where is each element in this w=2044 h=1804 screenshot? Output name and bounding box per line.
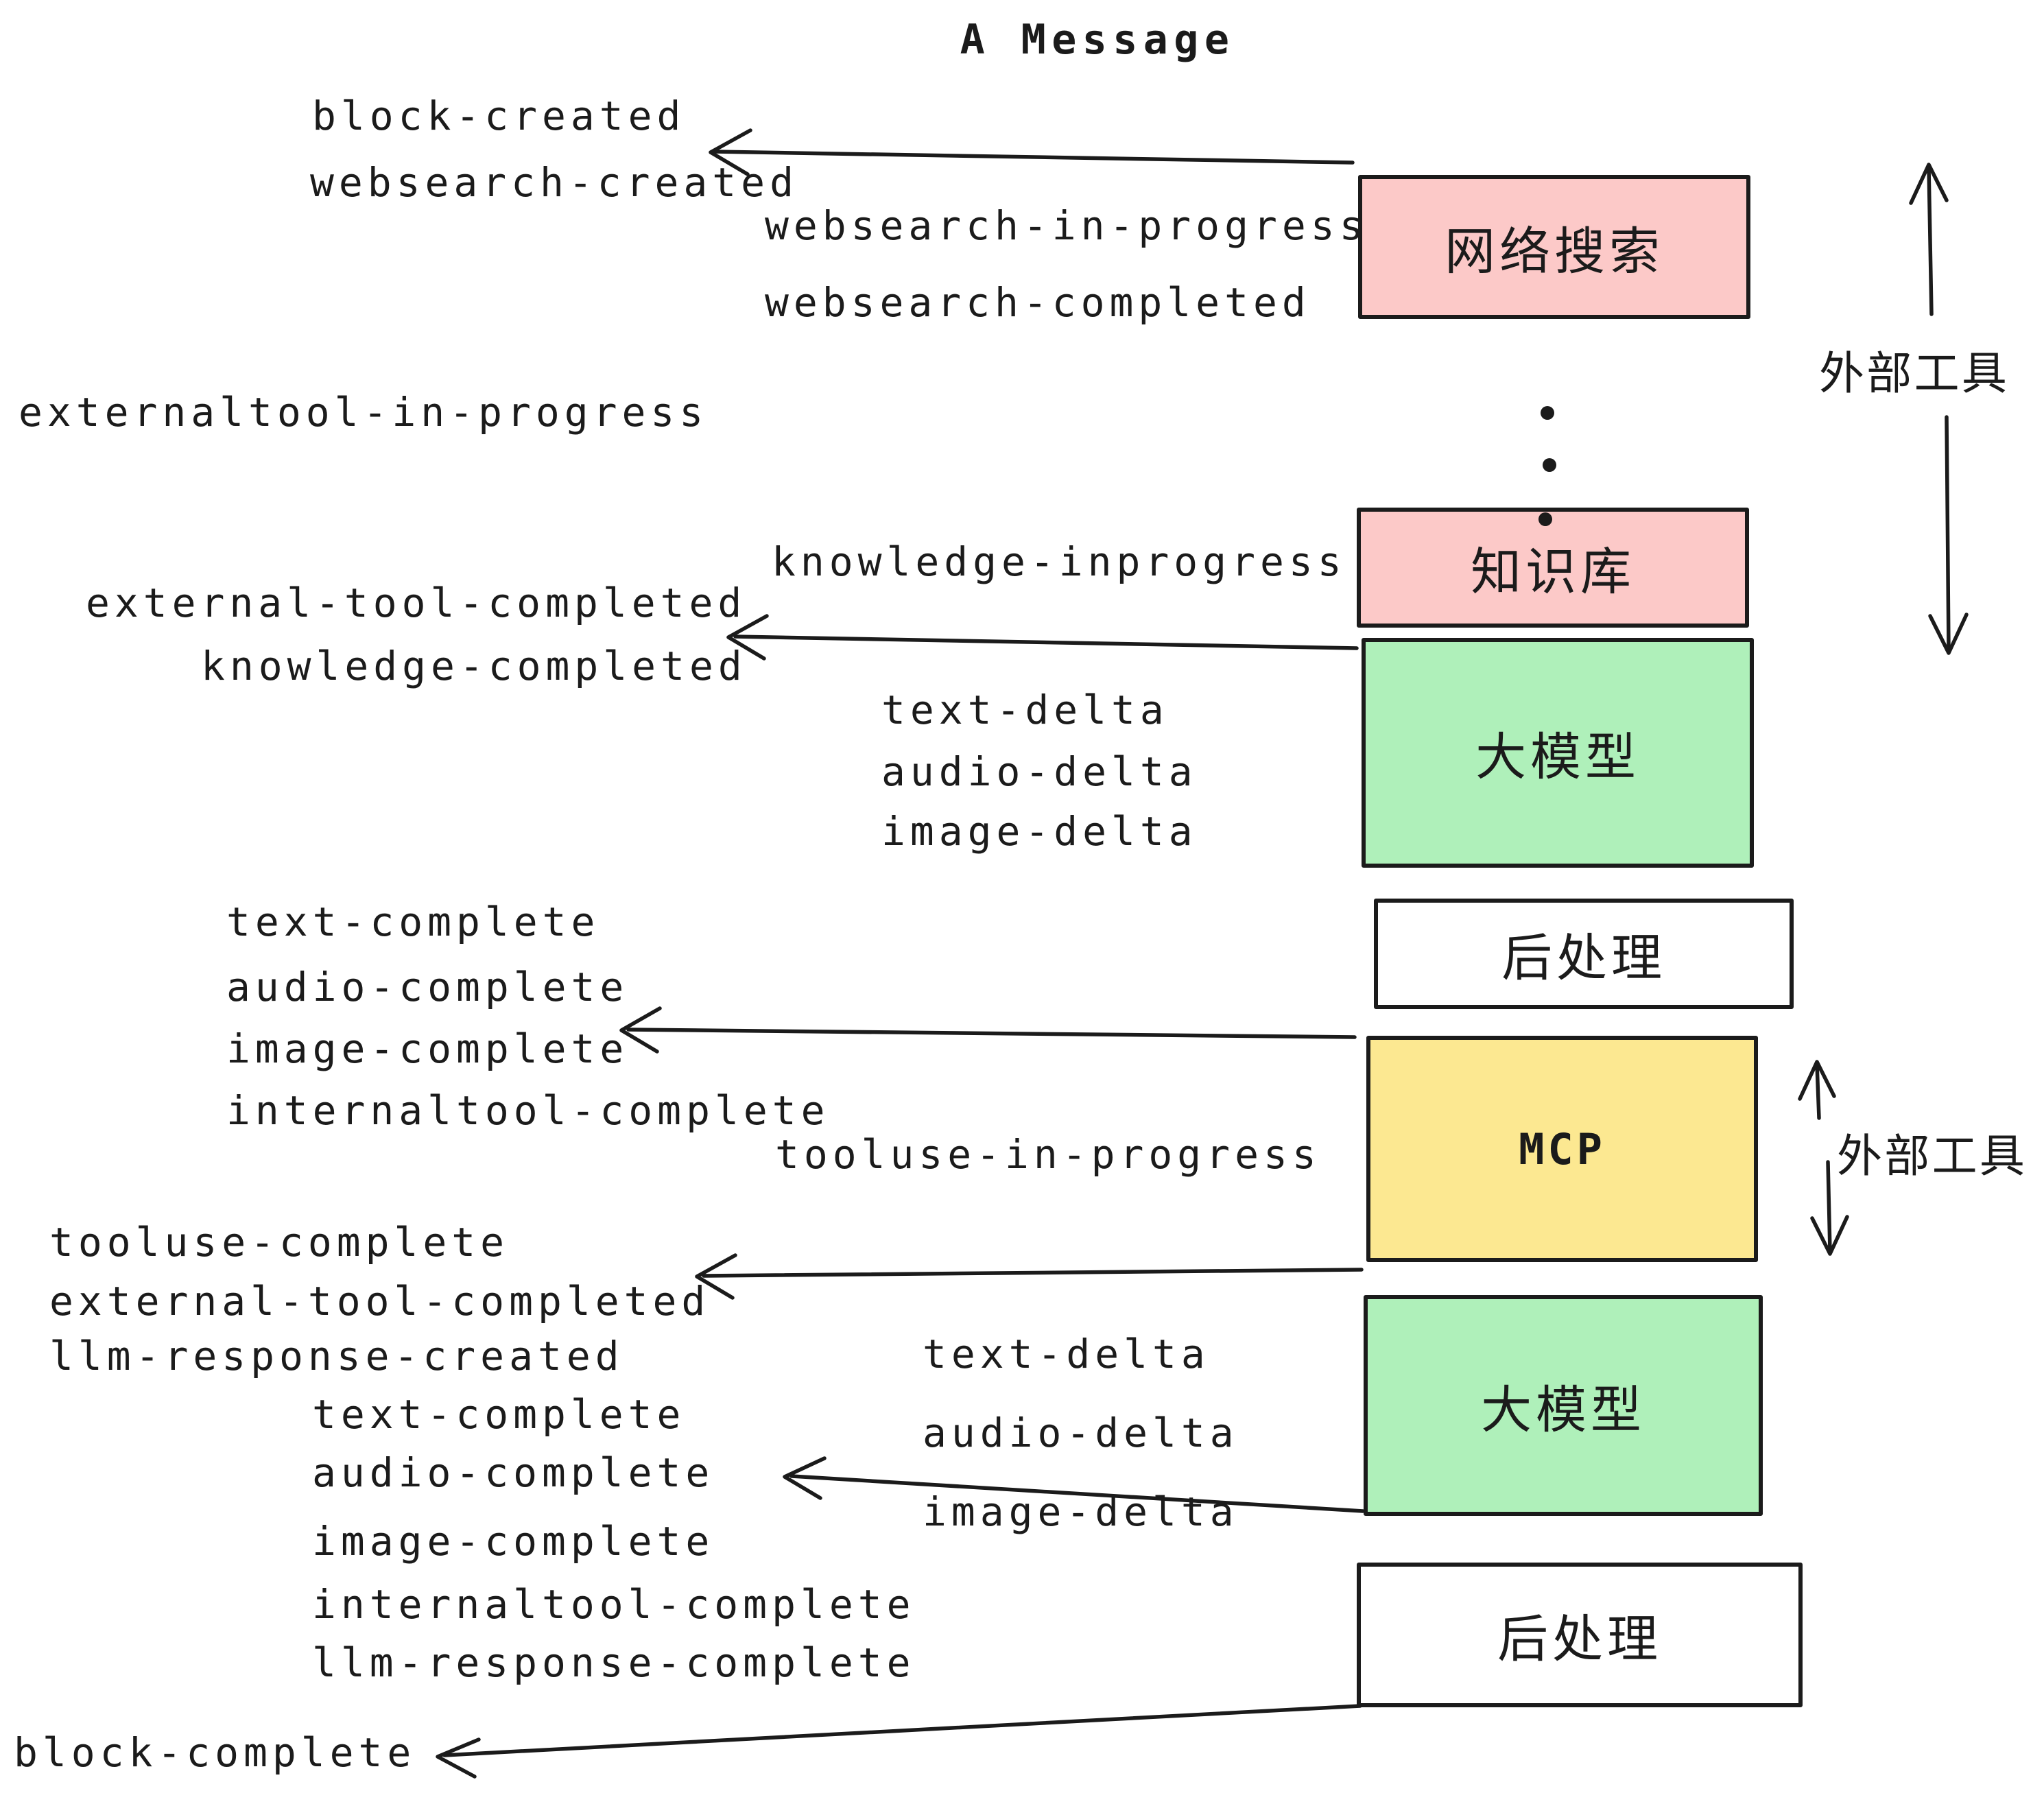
- box-mcp: MCP: [1366, 1036, 1758, 1262]
- event-image-delta: image-delta: [881, 808, 1198, 855]
- event-text-delta-2: text-delta: [923, 1331, 1210, 1377]
- box-knowledge-base: 知识库: [1357, 508, 1749, 628]
- box-websearch: 网络搜索: [1358, 175, 1750, 319]
- event-tooluse-complete: tooluse-complete: [49, 1219, 510, 1266]
- event-external-tool-completed: external-tool-completed: [86, 580, 747, 626]
- event-internaltool-complete: internaltool-complete: [226, 1087, 830, 1134]
- arrow-block-complete: [436, 1704, 1362, 1779]
- arrow-image-complete: [619, 1006, 1357, 1054]
- external-tools-label-mid: 外部工具: [1837, 1130, 2028, 1183]
- event-external-tool-completed-2: external-tool-completed: [49, 1278, 711, 1325]
- arrow-knowledge-completed: [726, 614, 1359, 661]
- page-title: A Message: [960, 16, 1235, 64]
- event-llm-response-complete: llm-response-complete: [312, 1639, 916, 1686]
- event-websearch-completed: websearch-completed: [765, 279, 1311, 326]
- event-audio-complete: audio-complete: [226, 964, 629, 1010]
- event-knowledge-inprogress: knowledge-inprogress: [772, 538, 1346, 585]
- external-tools-arrow-up-mid: [1798, 1060, 1836, 1120]
- event-internaltool-complete-2: internaltool-complete: [312, 1581, 916, 1628]
- box-llm-2: 大模型: [1364, 1295, 1763, 1516]
- event-audio-delta: audio-delta: [881, 748, 1198, 795]
- event-websearch-in-progress: websearch-in-progress: [765, 202, 1368, 249]
- arrow-block-created: [709, 128, 1355, 176]
- event-audio-delta-2: audio-delta: [923, 1410, 1239, 1456]
- event-websearch-created: websearch-created: [310, 159, 798, 206]
- arrow-tooluse-complete: [695, 1253, 1364, 1300]
- event-image-complete: image-complete: [226, 1025, 629, 1072]
- event-text-complete: text-complete: [226, 899, 600, 945]
- box-postprocess-2: 后处理: [1357, 1563, 1803, 1707]
- external-tools-label-top: 外部工具: [1819, 347, 2010, 400]
- event-tooluse-in-progress: tooluse-in-progress: [775, 1131, 1321, 1178]
- box-llm-1: 大模型: [1362, 638, 1754, 868]
- event-image-delta-2: image-delta: [923, 1488, 1239, 1535]
- external-tools-arrow-up-top: [1909, 163, 1949, 316]
- event-text-complete-2: text-complete: [312, 1391, 686, 1438]
- event-block-complete: block-complete: [14, 1729, 416, 1776]
- event-block-created: block-created: [312, 93, 686, 139]
- event-llm-response-created: llm-response-created: [49, 1333, 624, 1379]
- external-tools-arrow-down-top: [1928, 415, 1969, 655]
- event-text-delta: text-delta: [881, 687, 1169, 733]
- event-knowledge-completed: knowledge-completed: [201, 643, 747, 689]
- event-image-complete-2: image-complete: [312, 1518, 715, 1565]
- event-externaltool-in-progress: externaltool-in-progress: [19, 389, 709, 436]
- box-postprocess-1: 后处理: [1374, 899, 1794, 1009]
- event-audio-complete-2: audio-complete: [312, 1449, 715, 1496]
